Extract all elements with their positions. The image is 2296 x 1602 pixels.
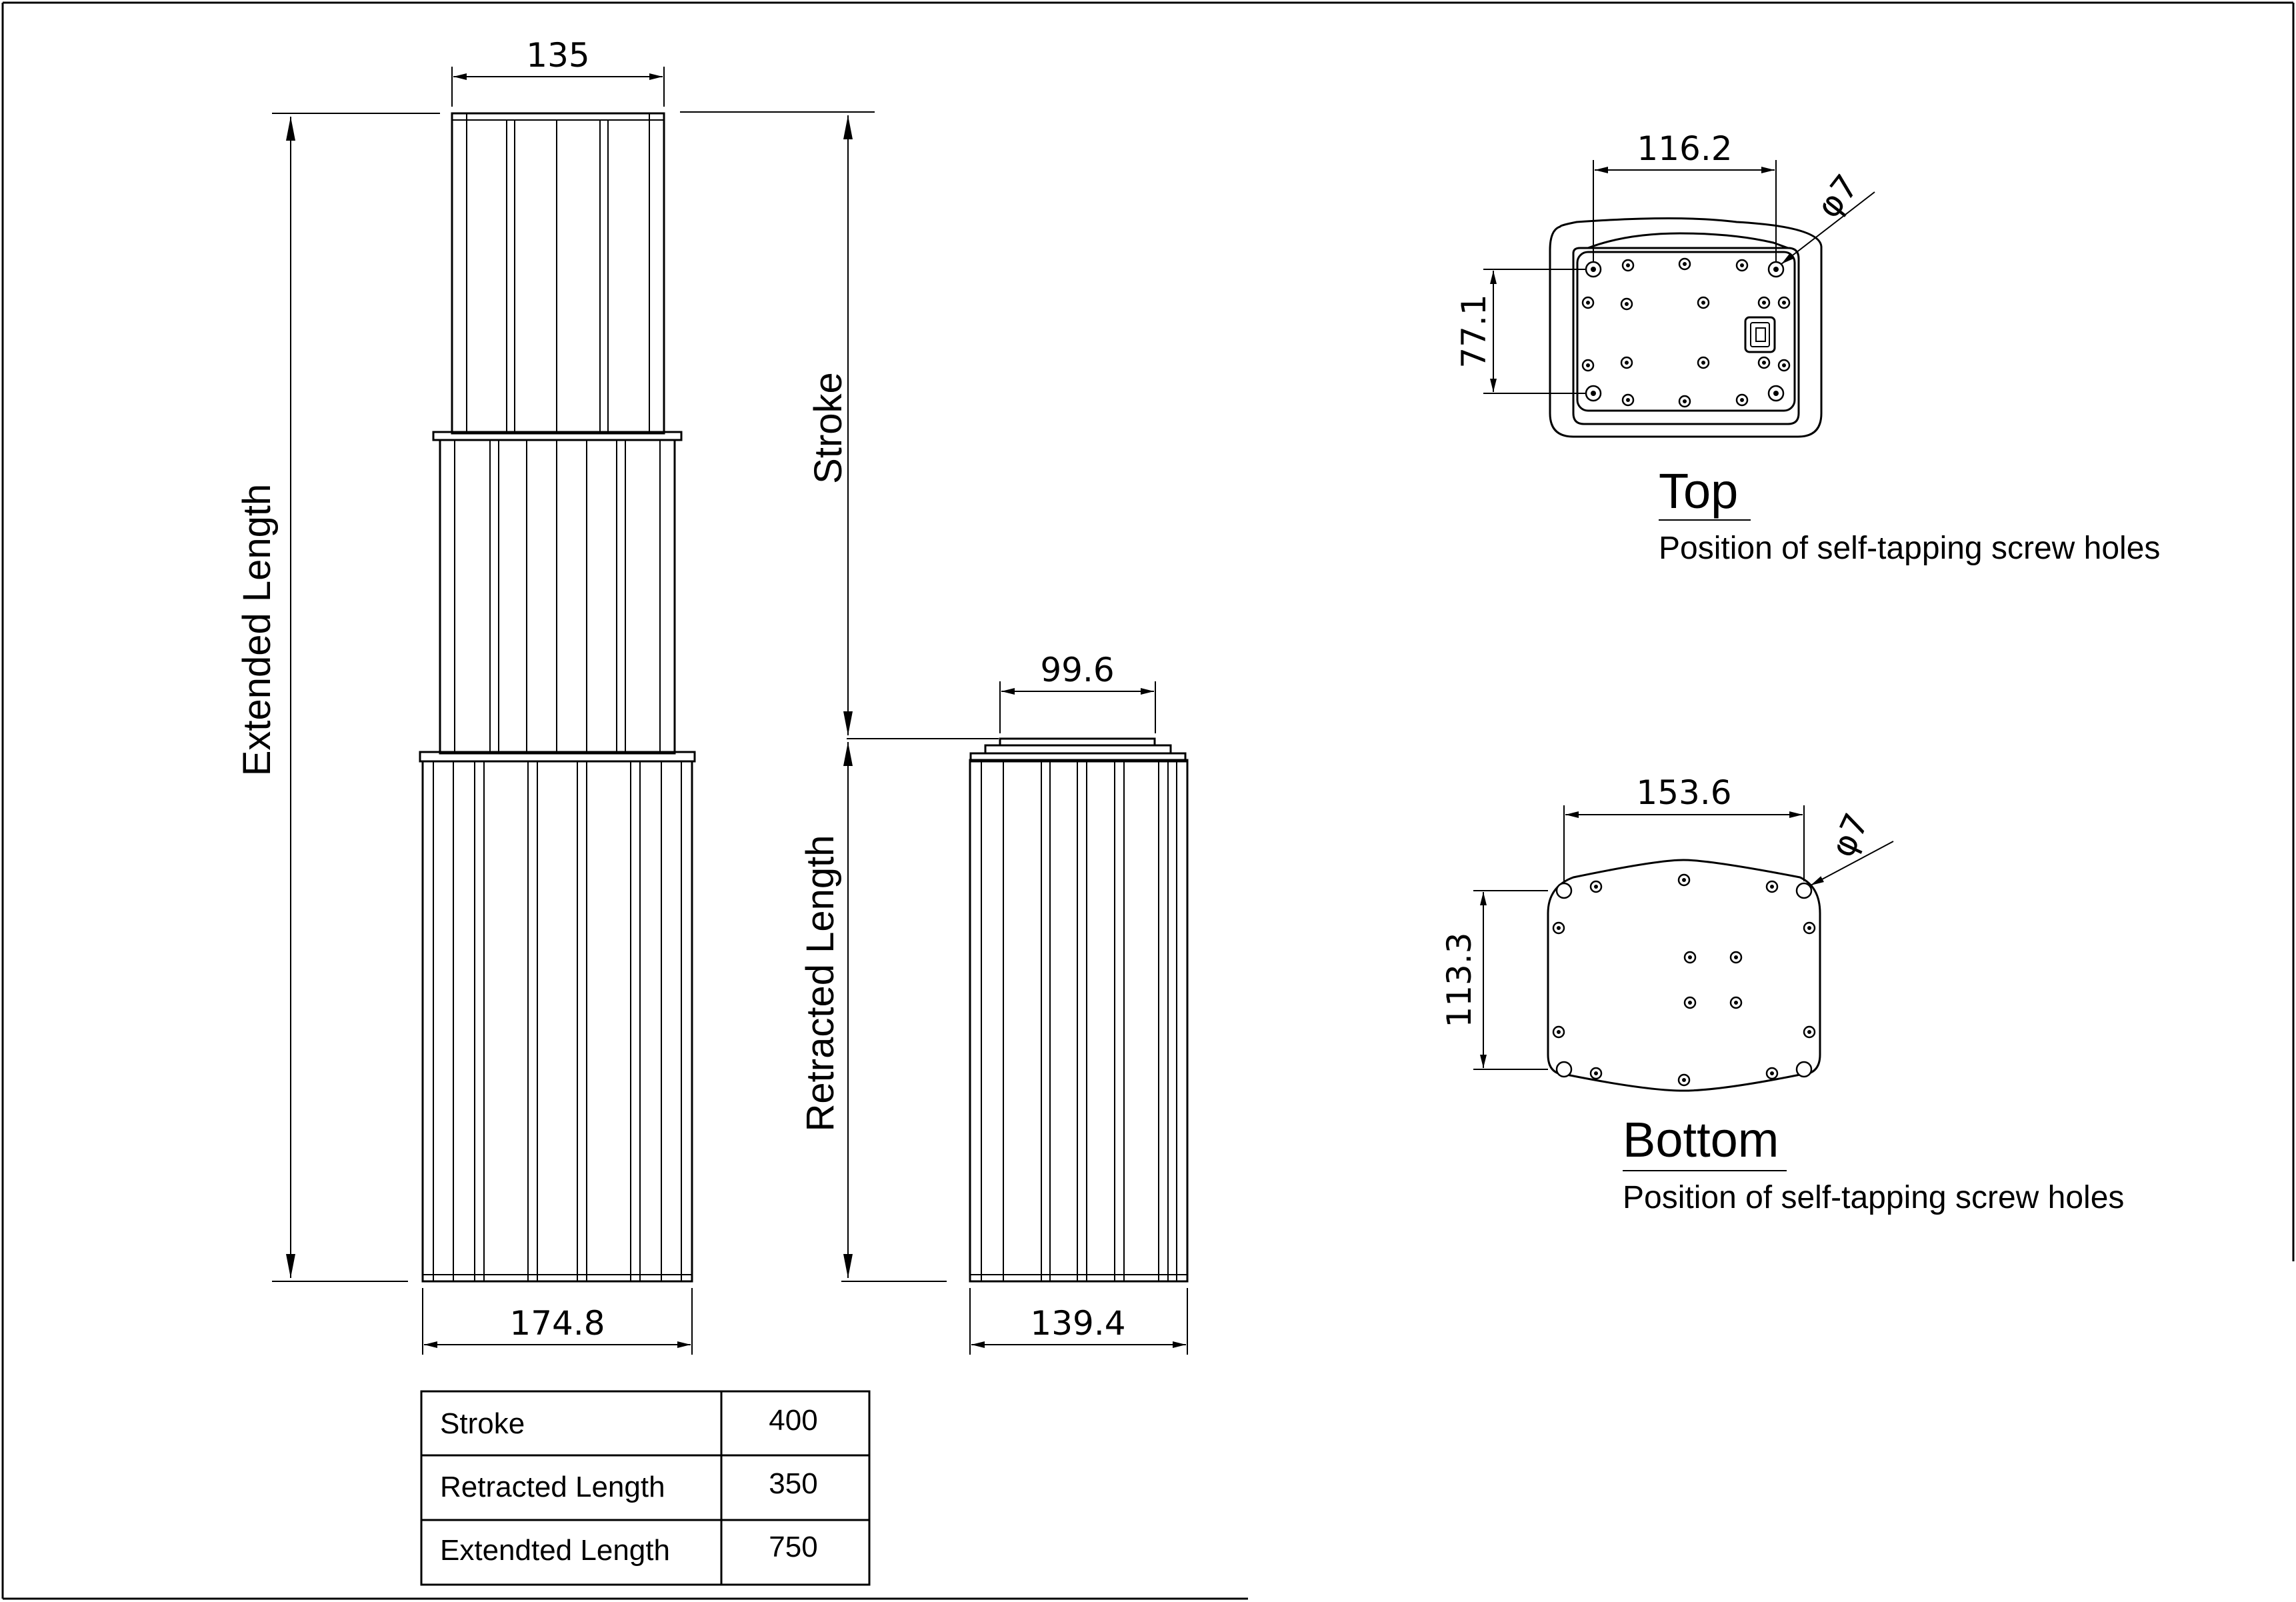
dim-top-width: 135 <box>451 36 665 107</box>
bottom-corner-holes <box>1555 882 1813 1078</box>
bottom-screw-holes <box>1552 873 1816 1087</box>
spec-row-retracted-label: Retracted Length <box>440 1471 665 1503</box>
dim-top-width-label: 135 <box>526 36 589 75</box>
top-view-title: Top <box>1659 463 1738 519</box>
dim-bottom-plate-height-label: 113.3 <box>1440 932 1479 1027</box>
dim-mid-width: 99.6 <box>999 651 1156 733</box>
dim-top-plate-height-label: 77.1 <box>1455 294 1493 368</box>
dim-side-width-label: 139.4 <box>1030 1304 1125 1343</box>
top-plate-view <box>1549 217 1823 438</box>
dim-top-plate-width-label: 116.2 <box>1637 129 1732 168</box>
dim-top-plate-width: 116.2 <box>1593 129 1777 261</box>
dim-side-width: 139.4 <box>969 1288 1188 1355</box>
dim-bottom-hole-dia: φ7 <box>1810 807 1894 886</box>
dim-extended-length: Extended Length <box>235 113 440 1282</box>
retracted-length-label: Retracted Length <box>799 835 842 1132</box>
top-corner-holes <box>1585 261 1785 402</box>
dim-bottom-plate-height: 113.3 <box>1440 890 1548 1070</box>
spec-row-stroke-label: Stroke <box>440 1407 525 1440</box>
spec-row-retracted-value: 350 <box>769 1467 817 1500</box>
dim-mid-width-label: 99.6 <box>1040 651 1114 689</box>
spec-row-extended-label: Extendted Length <box>440 1534 670 1567</box>
top-view-caption: Position of self-tapping screw holes <box>1659 531 2160 566</box>
extended-length-label: Extended Length <box>235 484 279 777</box>
bottom-plate-view <box>1547 859 1821 1092</box>
dim-base-width: 174.8 <box>422 1288 693 1355</box>
dim-top-hole-dia-label: φ7 <box>1809 167 1867 225</box>
connector-socket-icon <box>1744 316 1776 353</box>
dim-retracted-length: Retracted Length <box>799 742 947 1282</box>
dim-stroke: Stroke <box>680 111 999 739</box>
retracted-actuator-view <box>969 737 1189 1283</box>
top-screw-holes <box>1581 257 1791 408</box>
extended-actuator-view <box>419 112 696 1283</box>
dim-bottom-plate-width: 153.6 <box>1563 773 1805 881</box>
bottom-view-title: Bottom <box>1623 1112 1779 1167</box>
dim-base-width-label: 174.8 <box>509 1304 605 1343</box>
bottom-view-caption: Position of self-tapping screw holes <box>1623 1180 2124 1215</box>
dim-top-plate-height: 77.1 <box>1455 269 1585 394</box>
stroke-label: Stroke <box>807 372 850 484</box>
dim-bottom-plate-width-label: 153.6 <box>1636 773 1731 812</box>
spec-table: Stroke 400 Retracted Length 350 Extendte… <box>420 1390 871 1586</box>
spec-row-stroke-value: 400 <box>769 1404 817 1437</box>
spec-row-extended-value: 750 <box>769 1531 817 1563</box>
